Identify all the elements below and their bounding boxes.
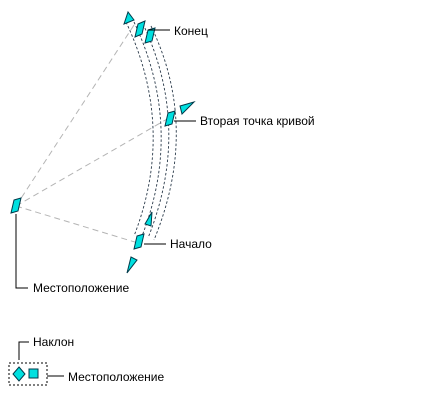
end-grip-icon[interactable] (134, 20, 146, 38)
curve-outlines (125, 21, 177, 241)
legend-tilt-label: Наклон (33, 335, 74, 349)
leader-lines (15, 29, 196, 289)
grip-legend: Наклон Местоположение (8, 335, 164, 386)
tilt-diamond-icon[interactable] (12, 366, 26, 382)
legend-selection-box (8, 362, 48, 386)
construction-lines (15, 21, 170, 244)
end-label: Конец (174, 24, 208, 38)
location-label: Местоположение (33, 281, 129, 295)
start-direction-triangle-icon[interactable] (126, 256, 138, 274)
start-grip-icon[interactable] (133, 233, 145, 250)
location-leader (15, 214, 28, 289)
construction-line-to-end (15, 21, 137, 207)
second-point-direction-triangle-icon[interactable] (179, 100, 196, 115)
location-grip-icon[interactable] (10, 197, 22, 214)
curve-outline-mid-2 (142, 23, 170, 239)
construction-line-to-second-point (15, 117, 170, 207)
end-offset-grip-icon[interactable] (144, 27, 156, 44)
curve-outline-outer (150, 25, 177, 241)
start-label: Начало (170, 237, 212, 251)
start-offset-triangle-icon[interactable] (144, 211, 153, 227)
end-direction-triangle-icon[interactable] (123, 10, 135, 25)
second-point-grip-icon[interactable] (164, 110, 176, 127)
direction-grips (123, 10, 196, 274)
curve-outline-inner (125, 21, 154, 237)
second-point-label: Вторая точка кривой (200, 114, 315, 128)
curve-outline-mid-1 (133, 21, 162, 237)
tilt-leader (18, 341, 29, 360)
legend-location-label: Местоположение (68, 370, 164, 384)
legend-location-grip-icon[interactable] (28, 368, 39, 379)
construction-line-to-start (15, 205, 139, 244)
square-grips (10, 20, 176, 250)
